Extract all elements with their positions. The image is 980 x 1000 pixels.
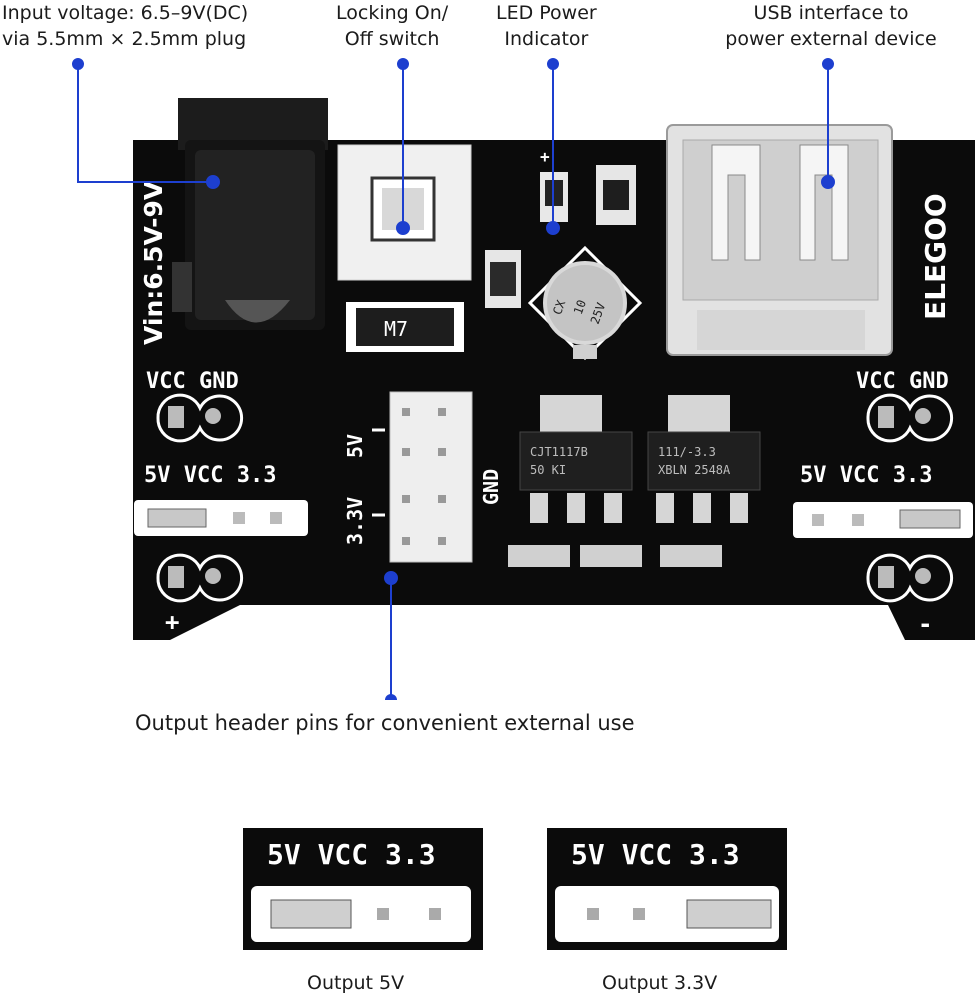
svg-text:10: 10 — [571, 298, 589, 316]
usb-port — [666, 124, 893, 356]
regulator-33: 111/-3.3 XBLN 2548A — [647, 395, 761, 523]
svg-text:CJT1117B: CJT1117B — [530, 445, 588, 459]
right-jumper — [793, 502, 973, 538]
slide-switch — [337, 144, 472, 281]
svg-text:25V: 25V — [588, 301, 609, 326]
leader-lines — [72, 58, 835, 700]
svg-text:+: + — [540, 147, 550, 166]
left-vcc-gnd-pads — [156, 393, 244, 443]
svg-text:XBLN 2548A: XBLN 2548A — [658, 463, 731, 477]
svg-text:ELEGOO: ELEGOO — [919, 193, 952, 320]
svg-text:50 KI: 50 KI — [530, 463, 566, 477]
svg-text:5V: 5V — [343, 434, 367, 458]
svg-text:+: + — [873, 610, 887, 638]
svg-text:VCC GND: VCC GND — [856, 369, 949, 394]
callout-led: LED Power Indicator — [496, 2, 597, 50]
smd-resistor — [596, 165, 636, 225]
header-pins — [372, 391, 473, 563]
svg-text:3.3V: 3.3V — [343, 497, 367, 545]
callout-header: Output header pins for convenient extern… — [135, 711, 635, 735]
svg-text:VCC GND: VCC GND — [146, 369, 239, 394]
regulator-1117: CJT1117B 50 KI — [519, 395, 633, 523]
right-power-pads — [866, 553, 954, 603]
dc-jack — [172, 98, 328, 330]
callout-input-voltage: Input voltage: 6.5–9V(DC) via 5.5mm × 2.… — [2, 2, 249, 50]
callout-switch: Locking On/ Off switch — [336, 2, 449, 50]
svg-text:-: - — [918, 610, 932, 638]
svg-text:Vin:6.5V-9V: Vin:6.5V-9V — [139, 180, 168, 345]
svg-text:GND: GND — [479, 469, 503, 505]
capacitor: CX 10 25V — [527, 245, 643, 361]
svg-text:5V VCC 3.3: 5V VCC 3.3 — [267, 838, 436, 871]
inset-output-5v: 5V VCC 3.3 — [243, 828, 483, 950]
left-power-pads — [156, 553, 244, 603]
bottom-smd-parts — [508, 545, 722, 567]
svg-text:5V VCC 3.3: 5V VCC 3.3 — [800, 463, 932, 488]
callout-usb: USB interface to power external device — [725, 2, 937, 50]
left-jumper — [134, 500, 308, 536]
svg-text:5V VCC 3.3: 5V VCC 3.3 — [571, 838, 740, 871]
power-module-diagram: M7 + CX 10 25V ELEGOO Vin:6.5V-9V VCC GN — [72, 58, 975, 700]
svg-text:-: - — [208, 608, 222, 636]
diode-m7: M7 — [346, 302, 464, 352]
svg-text:M7: M7 — [384, 317, 408, 341]
right-vcc-gnd-pads — [866, 393, 954, 443]
caption-output-5v: Output 5V — [307, 972, 405, 994]
caption-output-33v: Output 3.3V — [602, 972, 718, 994]
smd-resistor-small — [485, 250, 521, 308]
svg-text:+: + — [165, 608, 179, 636]
svg-text:5V VCC 3.3: 5V VCC 3.3 — [144, 463, 276, 488]
svg-text:CX: CX — [550, 298, 568, 317]
svg-text:111/-3.3: 111/-3.3 — [658, 445, 716, 459]
inset-output-33v: 5V VCC 3.3 — [547, 828, 787, 950]
